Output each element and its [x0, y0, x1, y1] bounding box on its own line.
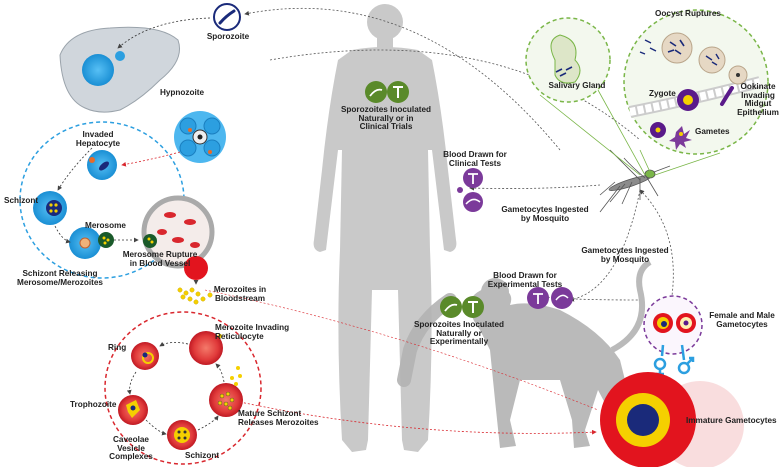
blood-schizont-cell [167, 420, 197, 450]
schizont-releasing-cell [69, 227, 114, 259]
label-blood-schizont: Schizont [185, 451, 220, 460]
inset-connector-lines [539, 89, 721, 176]
reticulocyte [184, 256, 208, 280]
invaded-reticulocyte [189, 331, 223, 365]
label-gametes: Gametes [695, 127, 730, 136]
human-inoculation-badges [365, 81, 409, 103]
immature-gametocyte-cells [600, 372, 744, 469]
label-sporozoites-monkey: Sporozoites Inoculated Naturally or Expe… [413, 320, 505, 347]
label-invaded-hepatocyte: Invaded Hepatocyte [75, 130, 121, 148]
label-zygote: Zygote [649, 89, 676, 98]
clinical-blood-badges [457, 168, 483, 212]
mature-schizont-cell [209, 366, 243, 417]
label-salivary-gland: Salivary Gland [548, 81, 606, 90]
midgut-dashed-boundary [623, 9, 769, 155]
liver-cycle-arrows [54, 17, 211, 285]
hypnozoite-cells [174, 111, 226, 163]
label-caveolae: Caveolae Vesicle Complexes [109, 435, 153, 462]
sporozoite-icon [213, 3, 241, 31]
mosquito [599, 149, 671, 213]
label-merozoites-bloodstream: Merozoites in Bloodstream [213, 285, 267, 303]
midgut-epithelium [628, 32, 762, 118]
label-gametocytes-ingested-1: Gametocytes Ingested by Mosquito [501, 205, 589, 223]
label-immature-gametocytes: Immature Gametocytes [686, 416, 777, 425]
label-female-male: Female and Male Gametocytes [709, 311, 775, 329]
blood-vessel [141, 195, 215, 269]
label-liver-schizont: Schizont [4, 196, 39, 205]
label-oocyst-ruptures: Oocyst Ruptures [655, 9, 721, 18]
liver-schizont [33, 191, 67, 225]
label-sporozoites-human: Sporozoites Inoculated Naturally or in C… [340, 105, 432, 132]
label-sporozoite: Sporozoite [206, 32, 250, 41]
label-merosome: Merosome [85, 221, 126, 230]
trophozoite-cell [118, 395, 148, 425]
blood-to-gametocyte-arrow [239, 401, 597, 435]
human-silhouette [313, 4, 457, 452]
experimental-blood-badges [527, 287, 573, 309]
gametocyte-dashed-boundary [643, 295, 703, 355]
sex-symbols [653, 344, 695, 378]
blood-cycle-arrows [126, 341, 225, 436]
merozoite-dots [177, 287, 213, 305]
invaded-hepatocyte [87, 150, 117, 180]
label-ring: Ring [108, 343, 127, 352]
merozoite-to-gametocyte-arrow [204, 289, 599, 411]
label-blood-clinical: Blood Drawn for Clinical Tests [443, 150, 507, 168]
blood-stage-dashed-boundary [104, 311, 262, 465]
gametes [650, 122, 692, 150]
label-merozoite-invading: Merozoite Invading Reticulocyte [215, 323, 290, 341]
monkey-inoculation-badges [440, 296, 484, 318]
label-trophozoite: Trophozoite [70, 400, 117, 409]
mature-gametocytes [653, 313, 696, 333]
label-blood-experimental: Blood Drawn for Experimental Tests [487, 271, 563, 289]
label-merosome-rupture: Merosome Rupture in Blood Vessel [122, 250, 198, 268]
label-mature-schizont: Mature Schizont Releases Merozoites [238, 409, 319, 427]
label-hypnozoite: Hypnozoite [159, 88, 205, 97]
liver [59, 26, 180, 113]
label-schizont-releasing: Schizont Releasing Merosome/Merozoites [17, 269, 103, 287]
ring-stage-cell [131, 342, 159, 370]
label-ookinate: Ookinate Invading Midgut Epithelium [737, 82, 779, 117]
label-gametocytes-ingested-2: Gametocytes Ingested by Mosquito [581, 246, 669, 264]
salivary-gland [550, 34, 581, 84]
